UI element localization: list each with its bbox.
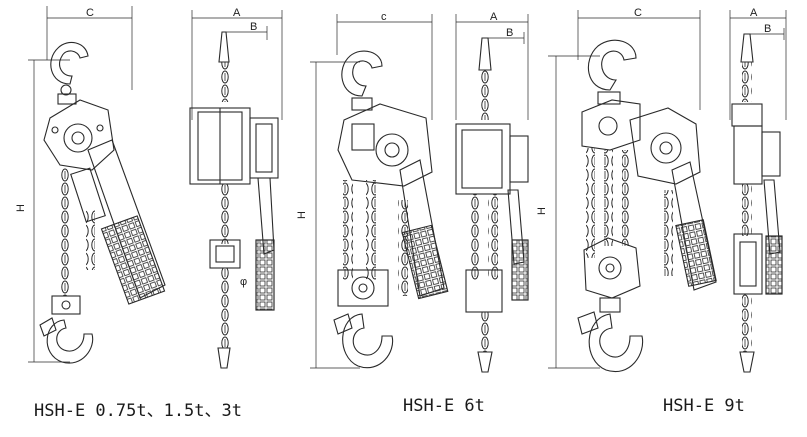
hoist-3-front-view: C H: [536, 7, 717, 373]
hoist-1-front-view: C H: [15, 6, 166, 364]
svg-text:φ: φ: [240, 276, 247, 288]
dim-label-b-1: B: [250, 21, 257, 33]
dim-label-a-3: A: [750, 7, 758, 19]
dim-label-c-2: c: [381, 11, 387, 23]
hoist-2-front-view: c H: [296, 11, 449, 369]
dim-label-a-2: A: [490, 11, 498, 23]
dim-label-c-1: C: [86, 7, 94, 19]
dim-label-h-3: H: [536, 207, 548, 215]
caption-model-1: HSH-E 0.75t、1.5t、3t: [34, 401, 242, 421]
dim-label-c-3: C: [634, 7, 642, 19]
hoist-2-side-view: A B: [455, 11, 529, 373]
hoist-1-side-view: A B φ: [189, 7, 283, 369]
hoist-3-side-view: A B: [729, 7, 787, 373]
caption-model-2: HSH-E 6t: [403, 396, 485, 416]
dim-label-h-1: H: [15, 204, 27, 212]
dim-label-a-1: A: [233, 7, 241, 19]
dim-label-b-2: B: [506, 27, 513, 39]
caption-model-3: HSH-E 9t: [663, 396, 745, 416]
dim-label-h-2: H: [296, 211, 308, 219]
dim-label-b-3: B: [764, 23, 771, 35]
